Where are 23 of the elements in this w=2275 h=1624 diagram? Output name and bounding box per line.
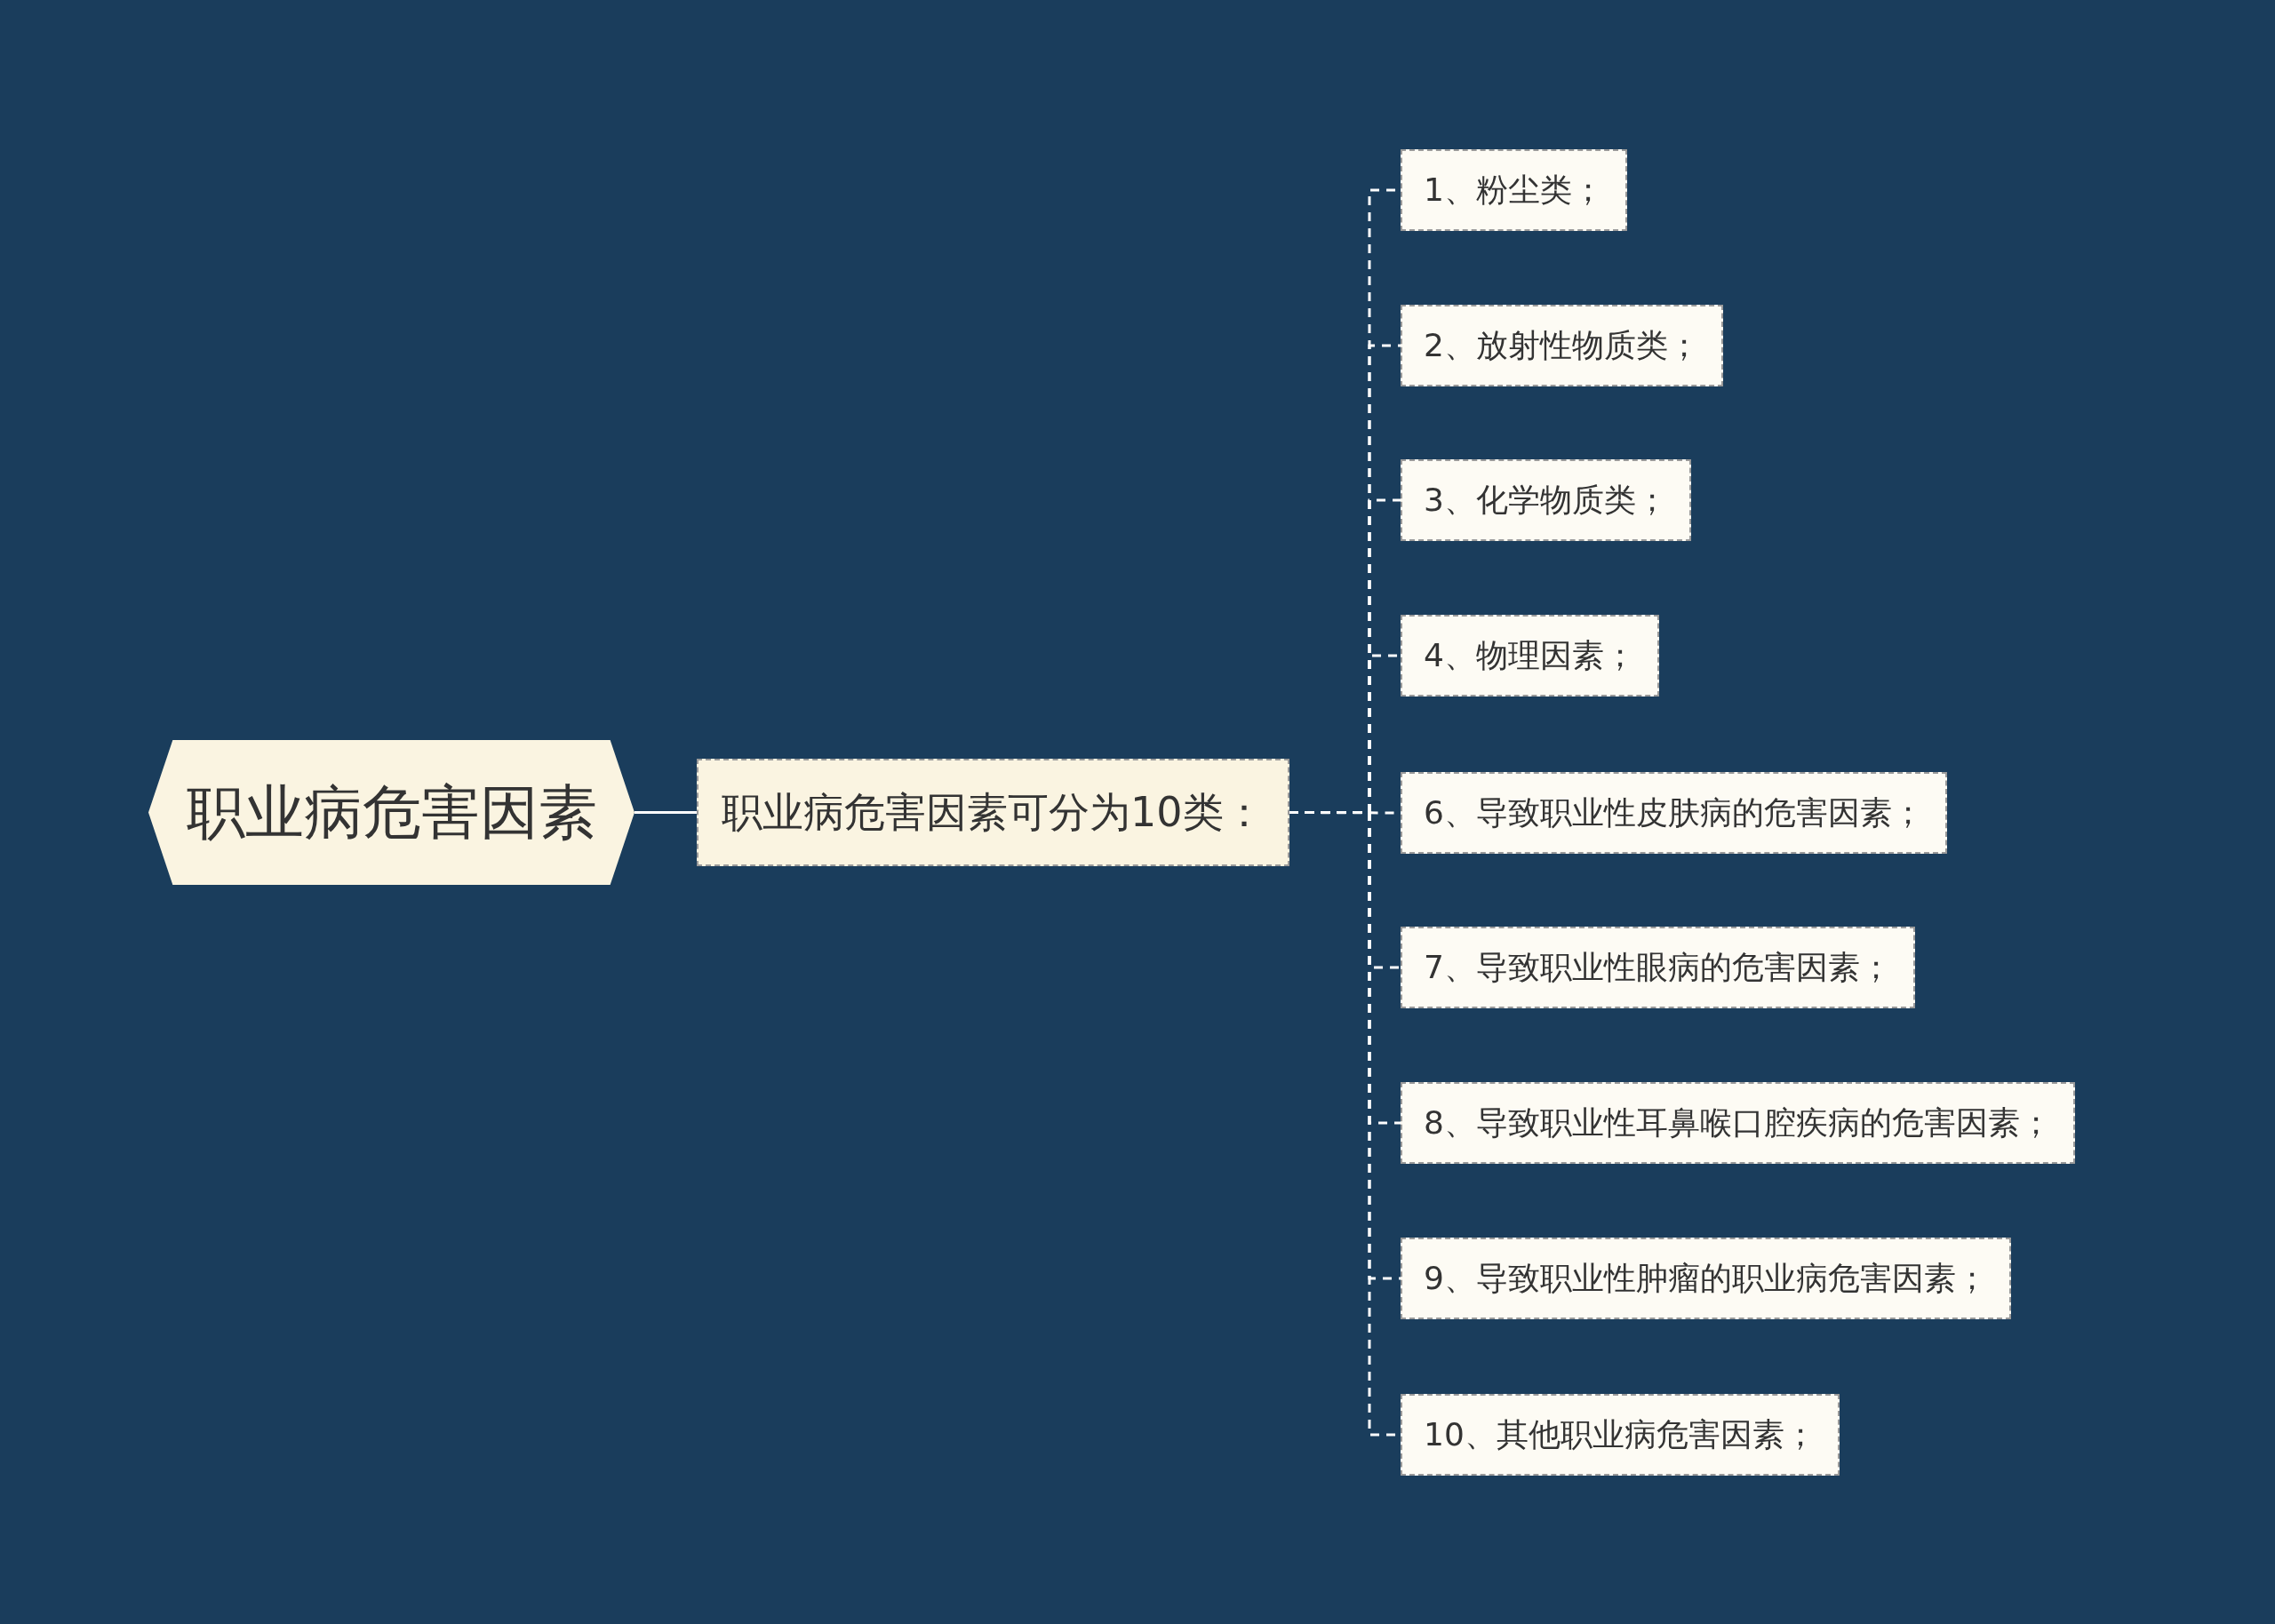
item-box xyxy=(1401,1238,2011,1319)
node-text: 6、导致职业性皮肤病的危害因素； xyxy=(1424,792,1924,832)
node-text: 职业病危害因素 xyxy=(186,776,597,848)
node-text: 4、物理因素； xyxy=(1424,635,1636,675)
topic-hexagon xyxy=(148,740,635,885)
item-box xyxy=(1401,615,1659,697)
item-box xyxy=(1401,772,1947,854)
item-box xyxy=(1401,149,1627,231)
node-text: 8、导致职业性耳鼻喉口腔疾病的危害因素； xyxy=(1424,1103,2052,1142)
item-box xyxy=(1401,927,1915,1008)
connector xyxy=(635,811,697,814)
item-box xyxy=(1401,459,1691,541)
node-text: 2、放射性物质类； xyxy=(1424,325,1700,365)
node-text: 9、导致职业性肿瘤的职业病危害因素； xyxy=(1424,1258,1988,1298)
node-text: 7、导致职业性眼病的危害因素； xyxy=(1424,947,1892,987)
subtopic-box xyxy=(697,759,1289,866)
item-box xyxy=(1401,1082,2075,1164)
item-box xyxy=(1401,1394,1840,1476)
node-text: 职业病危害因素可分为10类： xyxy=(722,786,1265,838)
node-text: 1、粉尘类； xyxy=(1424,170,1604,210)
node-text: 3、化学物质类； xyxy=(1424,480,1668,520)
node-text: 10、其他职业病危害因素； xyxy=(1424,1414,1816,1454)
item-box xyxy=(1401,305,1723,386)
